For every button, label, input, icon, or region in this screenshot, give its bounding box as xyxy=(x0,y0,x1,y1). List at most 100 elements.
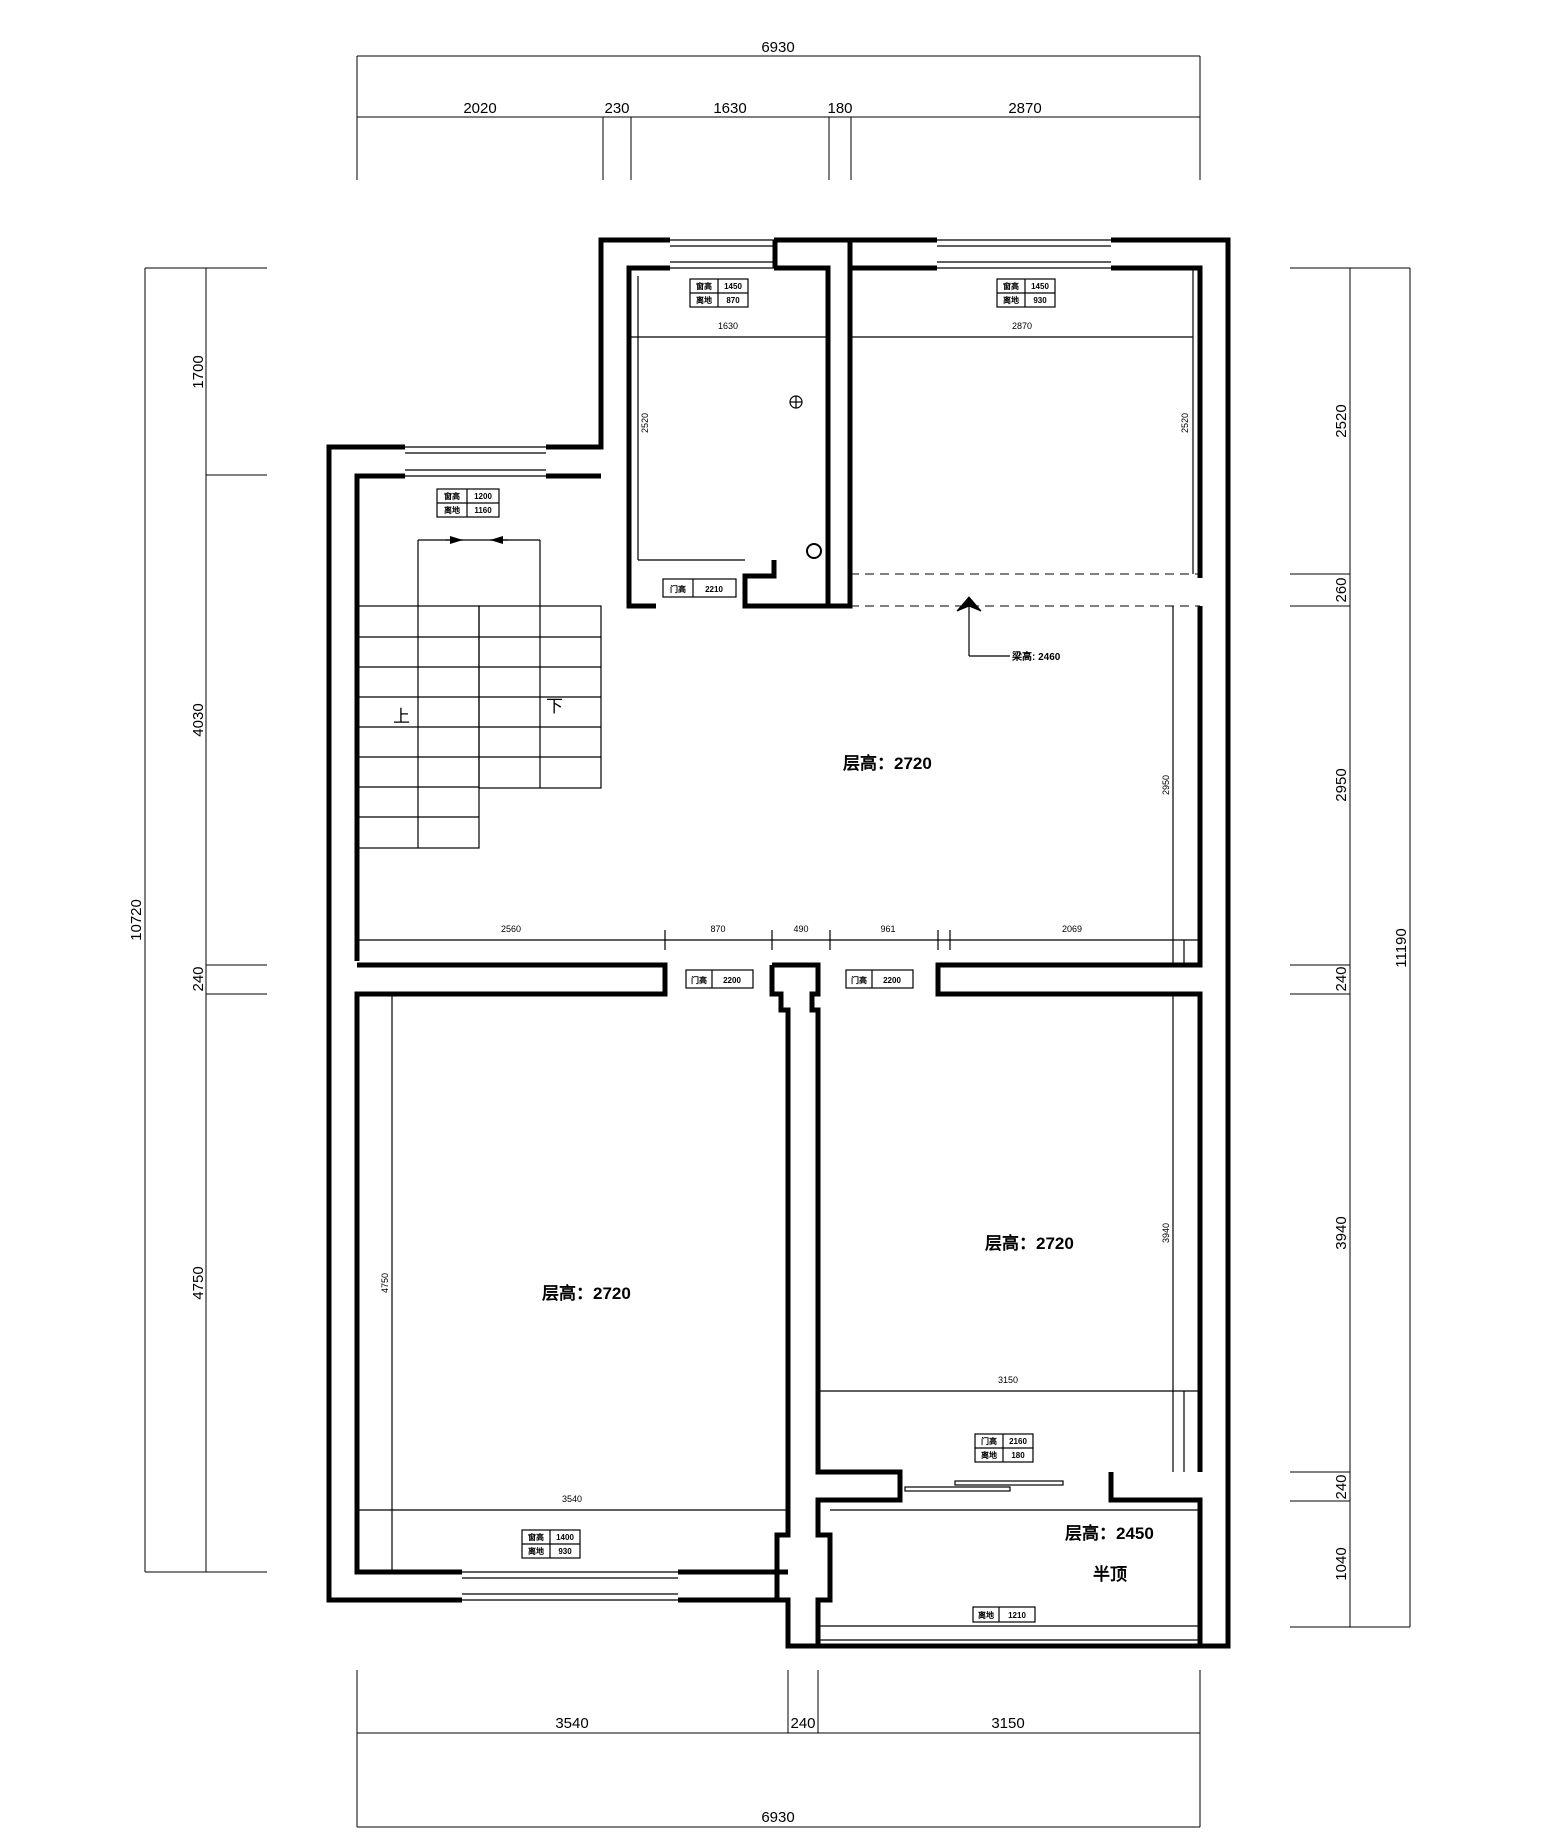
left-room-height-label: 层高：2720 xyxy=(542,1283,631,1303)
room-labels: 层高：2720 层高：2720 层高：2720 层高：2450 半顶 xyxy=(542,753,1154,1584)
left-dimension-chain: 10720 1700 4030 240 4750 xyxy=(128,267,267,1573)
beam-annotation: 梁高: 2460 xyxy=(956,596,1061,663)
tag-window-room-b: 窗高 1450 离地 930 xyxy=(996,278,1056,308)
tag-window-left-room: 窗高 1400 离地 930 xyxy=(521,1529,581,1559)
right-room-width: 3150 xyxy=(998,1375,1018,1385)
tag-door-room-a: 门高 2210 xyxy=(662,578,737,598)
tag-window-bottom: 离地 1210 xyxy=(972,1606,1036,1623)
hall-seg: 2069 xyxy=(1062,924,1082,934)
dim-top-seg: 1630 xyxy=(713,100,746,117)
svg-text:门高: 门高 xyxy=(851,975,867,985)
balcony-note-label: 半顶 xyxy=(1093,1564,1127,1584)
stair-up-label: 上 xyxy=(393,707,410,726)
svg-text:2200: 2200 xyxy=(723,976,741,985)
walls xyxy=(326,237,1231,1649)
inner-dimensions: 1630 2520 2870 2520 2560 870 490 961 206… xyxy=(380,321,1190,1504)
dim-top-seg: 230 xyxy=(604,100,629,117)
svg-text:2210: 2210 xyxy=(705,585,723,594)
dim-right-seg: 260 xyxy=(1333,577,1350,602)
svg-text:2160: 2160 xyxy=(1009,1437,1027,1446)
svg-text:离地: 离地 xyxy=(1003,295,1019,305)
dim-top-overall: 6930 xyxy=(761,39,794,56)
hall-seg: 490 xyxy=(793,924,808,934)
left-room-width: 3540 xyxy=(562,1494,582,1504)
svg-text:180: 180 xyxy=(1011,1451,1025,1460)
svg-text:1160: 1160 xyxy=(474,506,492,515)
svg-text:930: 930 xyxy=(1033,296,1047,305)
hall-seg: 870 xyxy=(710,924,725,934)
dim-right-seg: 2950 xyxy=(1333,768,1350,801)
dim-right-seg: 2520 xyxy=(1333,404,1350,437)
dim-left-seg: 4030 xyxy=(190,703,207,736)
tag-door-right-room: 门高 2200 xyxy=(845,969,914,989)
svg-text:1200: 1200 xyxy=(474,492,492,501)
svg-text:1450: 1450 xyxy=(1031,282,1049,291)
stair-down-label: 下 xyxy=(546,697,563,716)
window-stair xyxy=(405,446,546,477)
svg-text:离地: 离地 xyxy=(528,1546,544,1556)
dim-right-seg: 1040 xyxy=(1333,1547,1350,1580)
right-dimension-chain: 11190 2520 260 2950 240 3940 240 1040 xyxy=(1290,267,1411,1628)
hall-depth: 2950 xyxy=(1161,775,1171,795)
svg-text:870: 870 xyxy=(726,296,740,305)
svg-text:门高: 门高 xyxy=(981,1436,997,1446)
svg-text:门高: 门高 xyxy=(670,584,686,594)
dim-bottom-seg: 3150 xyxy=(991,1715,1024,1732)
room-b-depth: 2520 xyxy=(1180,413,1190,433)
dim-bottom-overall: 6930 xyxy=(761,1809,794,1826)
svg-text:门高: 门高 xyxy=(691,975,707,985)
dim-bottom-seg: 240 xyxy=(790,1715,815,1732)
beam-label: 梁高: 2460 xyxy=(1011,650,1061,663)
windows xyxy=(405,239,1200,1641)
dim-top-seg: 180 xyxy=(827,100,852,117)
tag-window-stair: 窗高 1200 离地 1160 xyxy=(436,488,500,518)
dim-right-seg: 240 xyxy=(1333,1474,1350,1499)
svg-text:930: 930 xyxy=(558,1547,572,1556)
dim-right-seg: 3940 xyxy=(1333,1216,1350,1249)
hall-seg: 961 xyxy=(880,924,895,934)
right-room-depth: 3940 xyxy=(1161,1223,1171,1243)
room-b-width: 2870 xyxy=(1012,321,1032,331)
hall-seg: 2560 xyxy=(501,924,521,934)
svg-text:窗高: 窗高 xyxy=(444,491,460,501)
svg-text:窗高: 窗高 xyxy=(528,1532,544,1542)
tag-balcony-door: 门高 2160 离地 180 xyxy=(974,1433,1034,1463)
dim-bottom-seg: 3540 xyxy=(555,1715,588,1732)
pipe-icon xyxy=(806,543,822,559)
dim-left-seg: 4750 xyxy=(190,1266,207,1299)
balcony-height-label: 层高：2450 xyxy=(1065,1523,1154,1543)
tag-door-left-room: 门高 2200 xyxy=(685,969,754,989)
arrow-up-icon xyxy=(956,596,982,612)
dim-left-seg: 240 xyxy=(190,966,207,991)
svg-text:1400: 1400 xyxy=(556,1533,574,1542)
fixtures xyxy=(789,395,822,559)
window-left-room xyxy=(462,1571,678,1601)
dim-left-seg: 1700 xyxy=(190,355,207,388)
svg-text:离地: 离地 xyxy=(981,1450,997,1460)
staircase: 上 下 xyxy=(356,536,602,849)
dim-right-seg: 240 xyxy=(1333,966,1350,991)
dim-left-overall: 10720 xyxy=(128,899,145,941)
bottom-dimension-chain: 3540 240 3150 6930 xyxy=(356,1670,1201,1828)
sliding-door-balcony xyxy=(899,1472,1112,1500)
svg-text:1450: 1450 xyxy=(724,282,742,291)
hall-height-label: 层高：2720 xyxy=(843,753,932,773)
dim-top-seg: 2870 xyxy=(1008,100,1041,117)
room-a-depth: 2520 xyxy=(640,413,650,433)
right-room-height-label: 层高：2720 xyxy=(985,1233,1074,1253)
floor-drain-icon xyxy=(789,395,803,409)
window-balcony-bottom xyxy=(818,1625,1200,1641)
left-room-depth: 4750 xyxy=(380,1273,390,1293)
svg-text:离地: 离地 xyxy=(444,505,460,515)
svg-text:窗高: 窗高 xyxy=(1003,281,1019,291)
dim-top-seg: 2020 xyxy=(463,100,496,117)
interior-lines xyxy=(357,268,1200,1572)
svg-text:2200: 2200 xyxy=(883,976,901,985)
svg-text:窗高: 窗高 xyxy=(696,281,712,291)
svg-text:离地: 离地 xyxy=(978,1610,994,1620)
dim-right-overall: 11190 xyxy=(1393,928,1410,968)
room-a-width: 1630 xyxy=(718,321,738,331)
tag-window-room-a: 窗高 1450 离地 870 xyxy=(689,278,749,308)
beam-lines xyxy=(850,573,1200,607)
